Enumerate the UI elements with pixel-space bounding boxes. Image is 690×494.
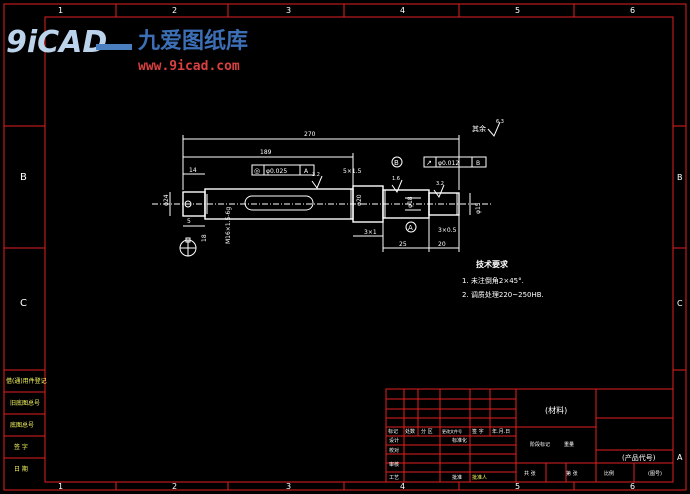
top-zone-4: 4 xyxy=(400,6,405,15)
roughness-rest-label: 其余 xyxy=(472,124,486,133)
tol-circular-datum: A xyxy=(304,168,309,175)
top-zone-6: 6 xyxy=(630,6,635,15)
top-zone-5: 5 xyxy=(515,6,520,15)
tb-row-header-1: 标记 xyxy=(388,428,398,435)
tb-row-header-3: 分 区 xyxy=(421,428,433,435)
roughness-a: 3.2 xyxy=(312,172,320,178)
tb-material: (材料) xyxy=(545,405,567,415)
tb-stage-label: 阶段标记 xyxy=(530,441,550,448)
tolerance-frame-left xyxy=(251,164,315,176)
tb-weight-label: 重量 xyxy=(564,441,574,448)
bottom-zone-3: 3 xyxy=(286,482,291,491)
dim-3x1: 3×1 xyxy=(364,229,377,236)
tb-row-header-4: 更改文件号 xyxy=(442,428,462,434)
tech-req-title: 技术要求 xyxy=(476,259,509,269)
tb-role-design: 设计 xyxy=(389,437,399,444)
left-zone-b: B xyxy=(20,172,27,183)
dim-3x05: 3×0.5 xyxy=(438,227,457,234)
roughness-c: 3.2 xyxy=(436,181,444,187)
dim-20: 20 xyxy=(438,241,446,248)
tb-role-review: 审核 xyxy=(389,461,399,468)
right-zone-b: B xyxy=(677,173,683,182)
drawing-frame xyxy=(3,3,687,491)
tb-role-check: 校对 xyxy=(389,447,399,454)
datum-b-label: B xyxy=(394,159,399,167)
datum-b-marker xyxy=(391,156,403,168)
tb-row-header-2: 处数 xyxy=(405,428,415,435)
corner-zone-a: A xyxy=(677,453,683,462)
tol-circular-symbol: ◎ xyxy=(254,167,260,175)
dim-dia-right: φ18 xyxy=(407,196,414,208)
bottom-zone-5: 5 xyxy=(515,482,520,491)
logo-text: 9iCAD xyxy=(6,25,107,60)
dim-dia-end: φ15 xyxy=(475,202,482,214)
dim-14: 14 xyxy=(189,167,197,174)
dim-25: 25 xyxy=(399,241,407,248)
left-zone-c: C xyxy=(20,298,27,309)
tb-approve-sign: 批准人 xyxy=(472,474,487,481)
tol-runout-symbol: ↗ xyxy=(426,159,432,167)
tolerance-frame-right xyxy=(423,156,487,168)
left-col-row-4: 签 字 xyxy=(14,443,28,451)
tol-runout-value: φ0.012 xyxy=(438,160,459,167)
bottom-zone-4: 4 xyxy=(400,482,405,491)
dim-dia-main: φ20 xyxy=(356,194,363,206)
tb-ratio-label: 比例 xyxy=(604,470,614,477)
left-col-row-3: 底图总号 xyxy=(10,421,34,429)
tol-circular-value: φ0.025 xyxy=(266,168,287,175)
dim-total-length: 270 xyxy=(304,131,316,138)
shaft-part xyxy=(152,185,492,257)
left-col-row-5: 日 期 xyxy=(14,465,28,473)
site-url: www.9icad.com xyxy=(138,59,240,74)
dim-keyway: 18 xyxy=(201,234,208,242)
dim-5: 5 xyxy=(187,218,191,225)
dim-d24: φ24 xyxy=(163,194,170,206)
tb-row-header-6: 年.月.日 xyxy=(492,428,510,435)
dim-groove-left: 5×1.5 xyxy=(343,168,362,175)
dim-thread: M16×1.5-6g xyxy=(225,207,232,244)
tb-approve-label: 批准 xyxy=(452,474,462,481)
datum-a-label: A xyxy=(408,224,413,232)
dimension-lines xyxy=(169,135,471,252)
datum-a-marker xyxy=(405,221,417,233)
left-col-row-1: 借(通)用件登记 xyxy=(6,377,47,385)
tol-runout-datum: B xyxy=(476,160,480,167)
dim-left-length: 189 xyxy=(260,149,272,156)
bottom-zone-2: 2 xyxy=(172,482,177,491)
right-zone-c: C xyxy=(677,299,683,308)
bottom-zone-1: 1 xyxy=(58,482,63,491)
tb-sheet-total: 共 张 xyxy=(524,470,536,477)
tech-req-item-2: 2. 调质处理220~250HB. xyxy=(462,290,544,299)
tech-req-item-1: 1. 未注倒角2×45°. xyxy=(462,276,524,285)
tb-drawing-name: (产品代号) xyxy=(622,453,656,462)
tb-sheet-no: 第 张 xyxy=(566,470,578,477)
tb-role-process: 工艺 xyxy=(389,475,399,481)
top-zone-1: 1 xyxy=(58,6,63,15)
tb-std-label: 标准化 xyxy=(452,437,467,444)
top-zone-3: 3 xyxy=(286,6,291,15)
left-col-row-2: 旧底图总号 xyxy=(10,399,40,407)
tb-row-header-5: 签 字 xyxy=(472,428,484,435)
site-name: 九爱图纸库 xyxy=(137,28,248,54)
left-column-table xyxy=(4,369,45,459)
watermark-logo: 9iCAD 九爱图纸库 www.9icad.com xyxy=(6,25,248,74)
roughness-b: 1.6 xyxy=(392,176,400,182)
roughness-symbols xyxy=(311,121,501,199)
roughness-rest-value: 6.3 xyxy=(496,119,504,125)
top-zone-2: 2 xyxy=(172,6,177,15)
tb-extra-b: (图号) xyxy=(648,471,662,477)
logo-bar xyxy=(96,44,132,50)
bottom-zone-6: 6 xyxy=(630,482,635,491)
title-block xyxy=(385,388,674,483)
